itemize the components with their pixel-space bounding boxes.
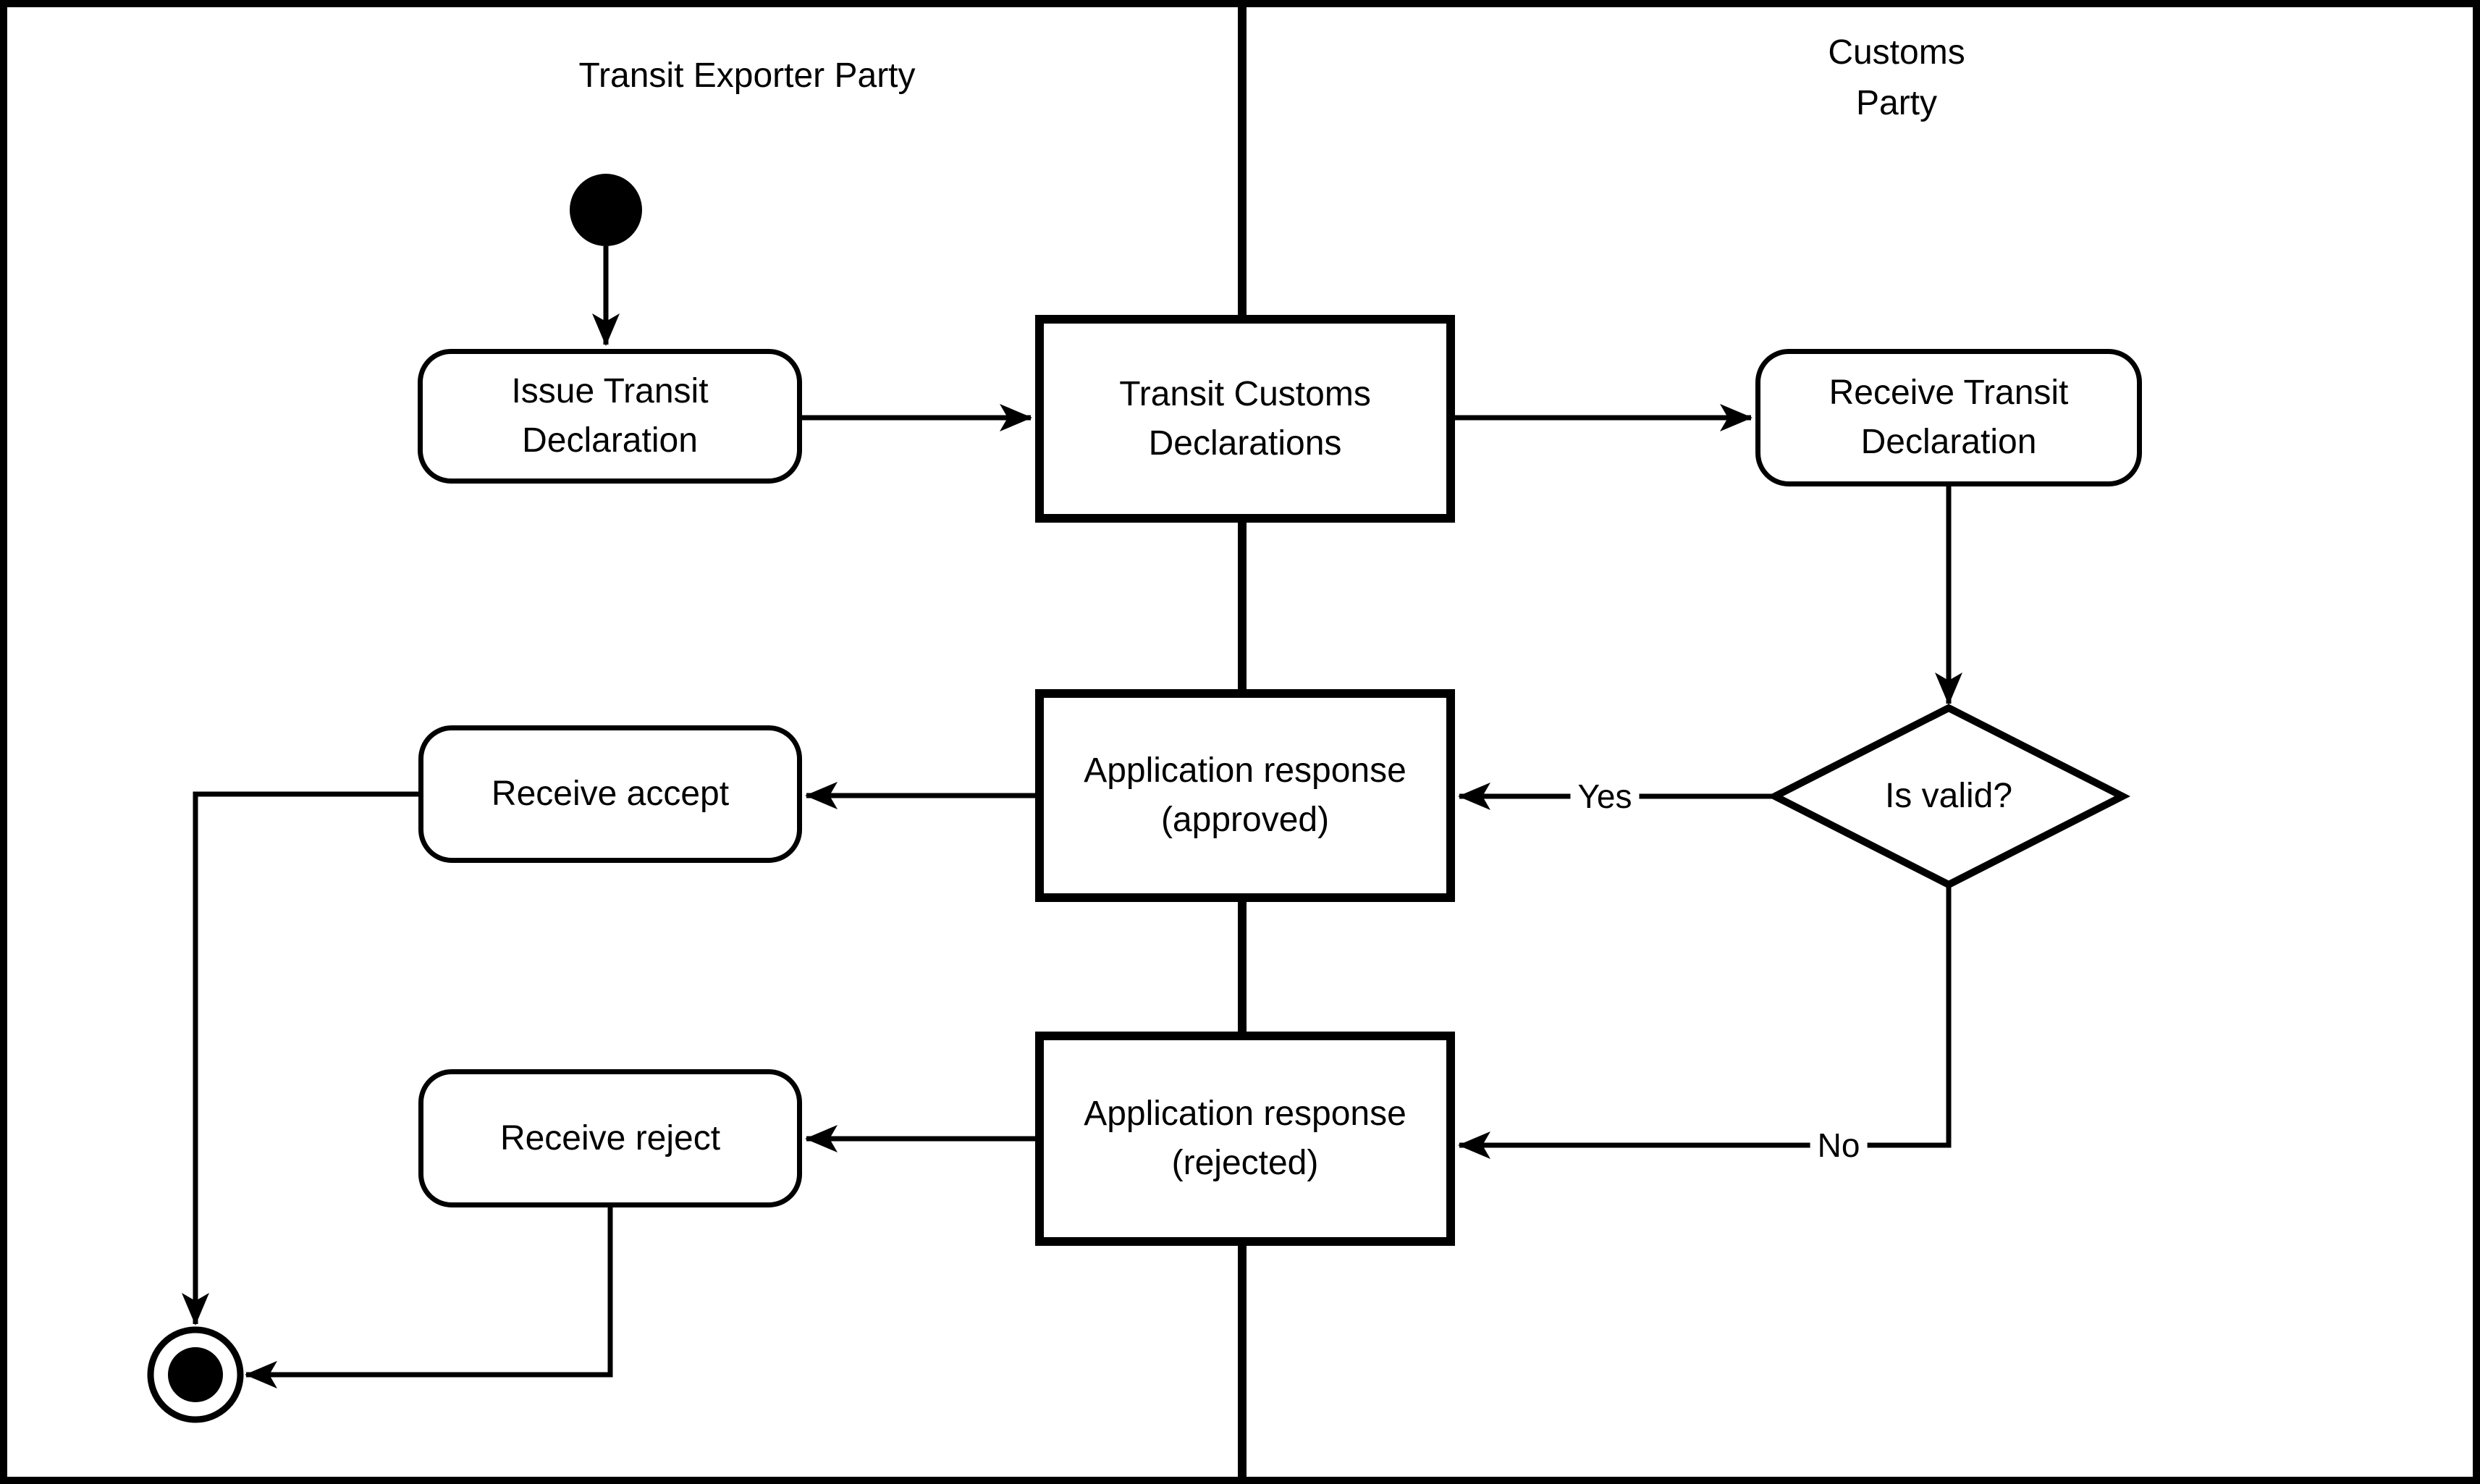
node-application-response-approved: Application response (approved): [1035, 689, 1455, 902]
node-receive-transit-declaration: Receive Transit Declaration: [1755, 349, 2142, 486]
node-application-response-rejected: Application response (rejected): [1035, 1032, 1455, 1246]
initial-node-icon: [570, 174, 642, 246]
edge-no-to-rejected: [1458, 885, 1952, 1159]
decision-is-valid-label: Is valid?: [1884, 777, 2013, 815]
final-node-icon: [147, 1326, 244, 1423]
node-issue-transit-declaration: Issue Transit Declaration: [418, 349, 802, 484]
decision-diamond-shape: [1766, 704, 2131, 889]
node-receive-accept: Receive accept: [418, 725, 802, 863]
edge-receive-reject-to-end: [245, 1207, 613, 1388]
node-transit-customs-declarations: Transit Customs Declarations: [1035, 315, 1455, 523]
lane-title-customs-party: Customs Party: [1828, 33, 1965, 122]
edge-label-yes: Yes: [1570, 775, 1640, 818]
node-receive-reject: Receive reject: [418, 1069, 802, 1207]
lane-title-transit-exporter-party: Transit Exporter Party: [578, 56, 916, 95]
edge-receive-accept-to-end: [182, 791, 418, 1325]
edge-label-no: No: [1810, 1123, 1868, 1167]
